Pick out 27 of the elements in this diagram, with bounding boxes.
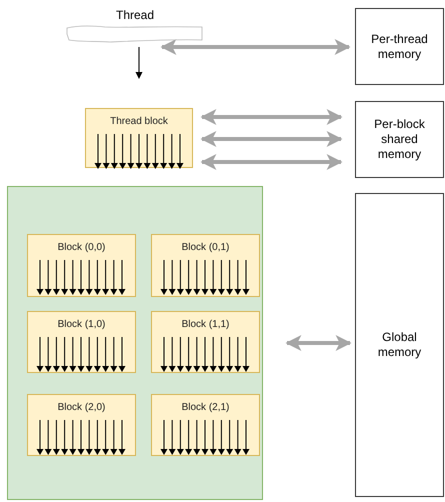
block-box <box>85 108 193 168</box>
block-box <box>151 311 260 373</box>
block-box <box>27 394 136 456</box>
block-box <box>151 394 260 456</box>
double-arrow <box>160 39 351 55</box>
double-arrow <box>200 109 343 125</box>
double-arrow <box>200 131 343 147</box>
node-label: Block (0,1) <box>182 241 230 255</box>
memory-box <box>355 101 444 178</box>
node-label: Thread block <box>110 115 168 129</box>
node-label: Block (2,0) <box>58 401 106 415</box>
block-box <box>151 234 260 297</box>
node-label: Block (0,0) <box>58 241 106 255</box>
double-arrow <box>200 154 343 170</box>
memory-box <box>355 8 444 85</box>
node-label: Per-thread memory <box>370 32 429 62</box>
grid-panel <box>7 186 263 500</box>
node-label: Per-block shared memory <box>373 117 426 162</box>
memory-box <box>355 193 444 497</box>
double-arrow <box>285 335 352 351</box>
block-box <box>27 311 136 373</box>
node-label: Global memory <box>376 330 422 360</box>
node-label: Block (1,1) <box>182 318 230 332</box>
node-label: Block (2,1) <box>182 401 230 415</box>
node-label: Thread <box>116 7 154 24</box>
node-label: Block (1,0) <box>58 318 106 332</box>
block-box <box>27 234 136 297</box>
